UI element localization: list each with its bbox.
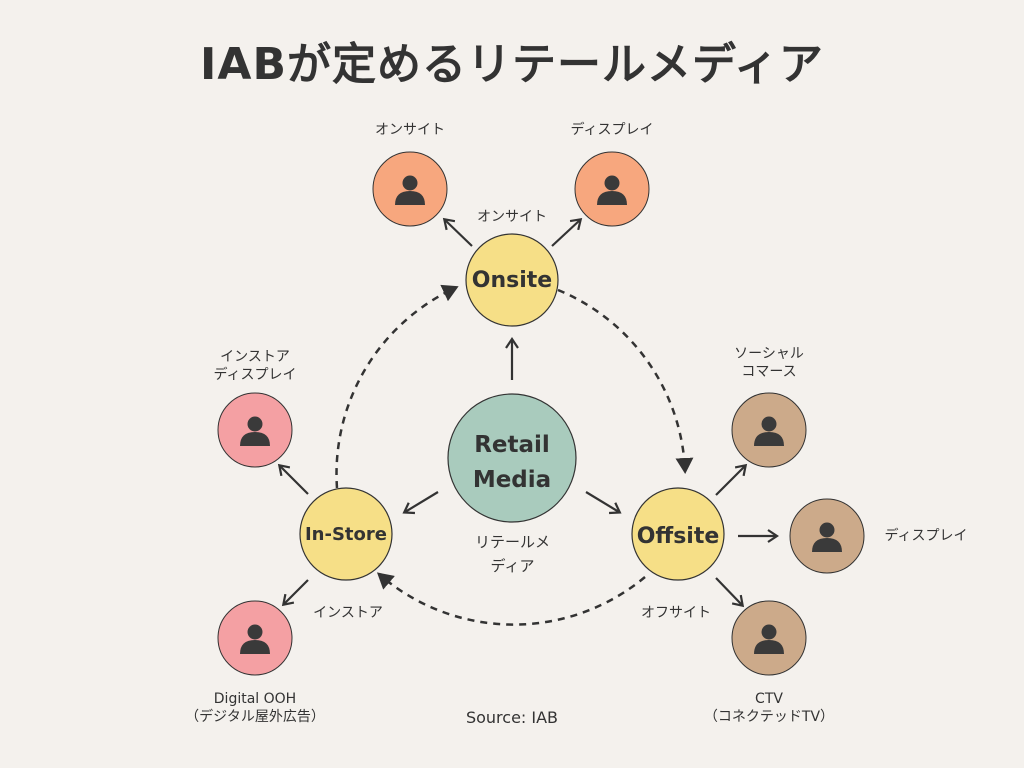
leaf-node-onsite-display [574, 151, 650, 227]
source-note: Source: IAB [465, 708, 559, 727]
leaf-label-onsite-display: ディスプレイ [570, 122, 654, 138]
center-label-line2: Media [473, 467, 551, 493]
hub-label-onsite: Onsite [472, 268, 552, 293]
leaf-node-offsite-social [731, 392, 807, 468]
hub-caption-offsite: オフサイト [641, 605, 711, 621]
leaf-node-onsite-onsite [372, 151, 448, 227]
center-caption-line1: リテールメ [474, 533, 550, 551]
arrow-onsite-to-display [551, 217, 583, 247]
leaf-node-instore-display [217, 392, 293, 468]
hub-caption-instore: インストア [313, 605, 383, 621]
arrow-instore-to-ooh [281, 579, 309, 607]
leaf-label-onsite-onsite: オンサイト [375, 122, 445, 138]
page-title: IABが定めるリテールメディア [200, 39, 824, 90]
arrow-center-to-instore [402, 491, 439, 515]
center-node-retail-media [447, 393, 577, 523]
cycle-arc-onsite-to-offsite [557, 288, 694, 474]
leaf-node-offsite-display [789, 498, 865, 574]
leaf-label-offsite-social-line1: ソーシャル [734, 346, 804, 362]
arrow-instore-to-display [277, 463, 309, 495]
leaf-label-offsite-social: ソーシャル コマース [704, 345, 834, 381]
hub-node-offsite [631, 487, 725, 581]
leaf-label-instore-display-line1: インストア [220, 349, 290, 365]
arrow-onsite-to-onsite [442, 217, 473, 247]
cycle-arc-offsite-to-instore [376, 572, 646, 626]
arrow-offsite-to-ctv [715, 577, 745, 608]
hub-label-offsite: Offsite [637, 524, 720, 549]
hub-label-instore: In-Store [305, 524, 387, 545]
leaf-label-offsite-display: ディスプレイ [884, 528, 968, 544]
arrow-offsite-to-social [715, 463, 748, 496]
leaf-label-offsite-ctv-line1: CTV [755, 691, 783, 707]
leaf-label-offsite-ctv-line2: （コネクテッドTV） [703, 709, 835, 725]
hub-node-onsite [465, 233, 559, 327]
leaf-label-instore-display-line2: ディスプレイ [213, 367, 297, 383]
leaf-label-instore-display: インストア ディスプレイ [190, 348, 320, 384]
center-label-line1: Retail [474, 432, 550, 458]
leaf-label-instore-ooh-line1: Digital OOH [213, 691, 297, 707]
leaf-label-offsite-social-line2: コマース [741, 364, 797, 380]
center-caption-line2: ディア [490, 557, 535, 575]
leaf-node-instore-ooh [217, 600, 293, 676]
cycle-arc-instore-to-onsite [335, 284, 459, 489]
leaf-label-instore-ooh-line2: （デジタル屋外広告） [185, 709, 325, 725]
leaf-label-offsite-ctv: CTV （コネクテッドTV） [689, 690, 849, 726]
leaf-node-offsite-ctv [731, 600, 807, 676]
hub-node-instore [299, 487, 393, 581]
arrow-center-to-offsite [585, 491, 622, 515]
leaf-label-instore-ooh: Digital OOH （デジタル屋外広告） [165, 690, 345, 726]
center-caption: リテールメ ディア [455, 530, 570, 578]
hub-caption-onsite: オンサイト [477, 209, 547, 225]
